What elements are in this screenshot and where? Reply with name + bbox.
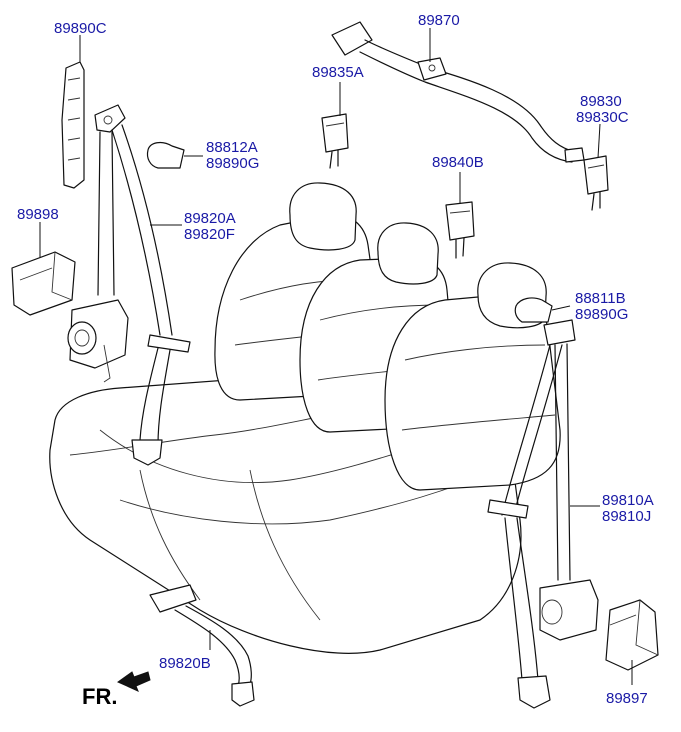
- label-89830: 89830: [580, 93, 622, 110]
- label-89890C: 89890C: [54, 20, 107, 37]
- label-89810J: 89810J: [602, 508, 652, 525]
- buckle-89840B: [445, 201, 475, 259]
- buckle-89835A: [321, 113, 349, 169]
- label-89830C: 89830C: [576, 109, 629, 126]
- rear-bench-seat: [49, 182, 561, 654]
- front-direction-label: FR.: [82, 684, 118, 709]
- label-89810A: 89810A: [602, 492, 654, 509]
- label-89820F: 89820F: [184, 226, 235, 243]
- front-arrow: [117, 671, 151, 692]
- label-89840B: 89840B: [432, 154, 484, 171]
- label-89890G-lower: 89890G: [575, 306, 629, 323]
- label-89897: 89897: [606, 690, 648, 707]
- label-89870: 89870: [418, 12, 460, 29]
- label-89835A: 89835A: [312, 64, 364, 81]
- center-belt-assembly: [331, 21, 585, 163]
- leader-lines: [39, 28, 633, 685]
- label-89898: 89898: [17, 206, 59, 223]
- label-89820B: 89820B: [159, 655, 211, 672]
- label-89820A: 89820A: [184, 210, 236, 227]
- lap-belt-89820B: [149, 584, 255, 707]
- buckle-89830: [583, 155, 609, 211]
- label-88812A: 88812A: [206, 139, 258, 156]
- left-seat-belt-assembly: [11, 61, 191, 466]
- label-88811B: 88811B: [575, 290, 626, 307]
- right-seat-belt-assembly: [487, 297, 659, 709]
- label-89890G-upper: 89890G: [206, 155, 260, 172]
